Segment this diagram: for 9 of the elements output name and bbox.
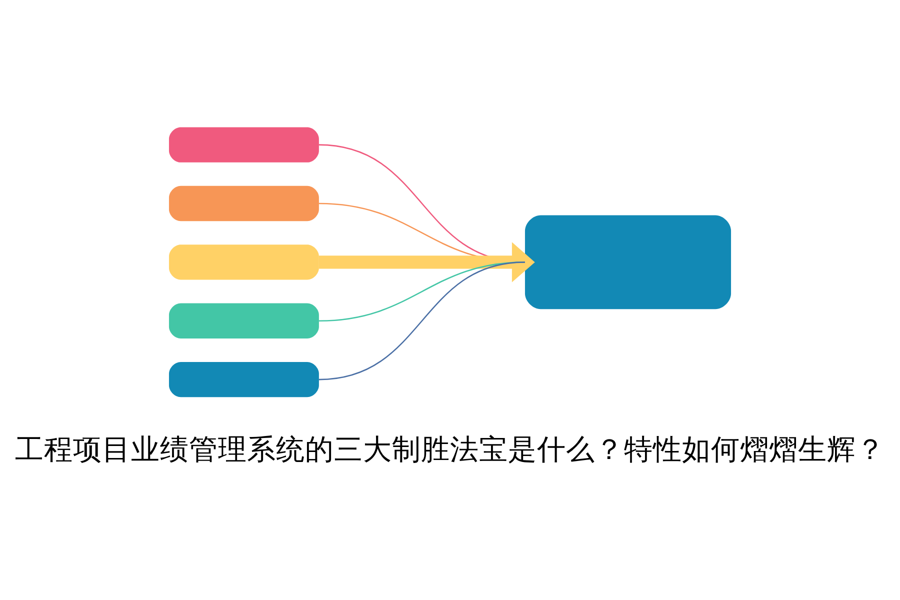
node-box [168,186,319,222]
node-box [168,303,319,338]
node-box [168,244,319,280]
arrow [318,242,535,282]
node-box [168,127,319,162]
node-box [168,362,319,398]
connector [318,262,526,380]
diagram-title: 工程项目业绩管理系统的三大制胜法宝是什么？特性如何熠熠生辉？ [15,432,885,466]
node-box [524,215,732,310]
